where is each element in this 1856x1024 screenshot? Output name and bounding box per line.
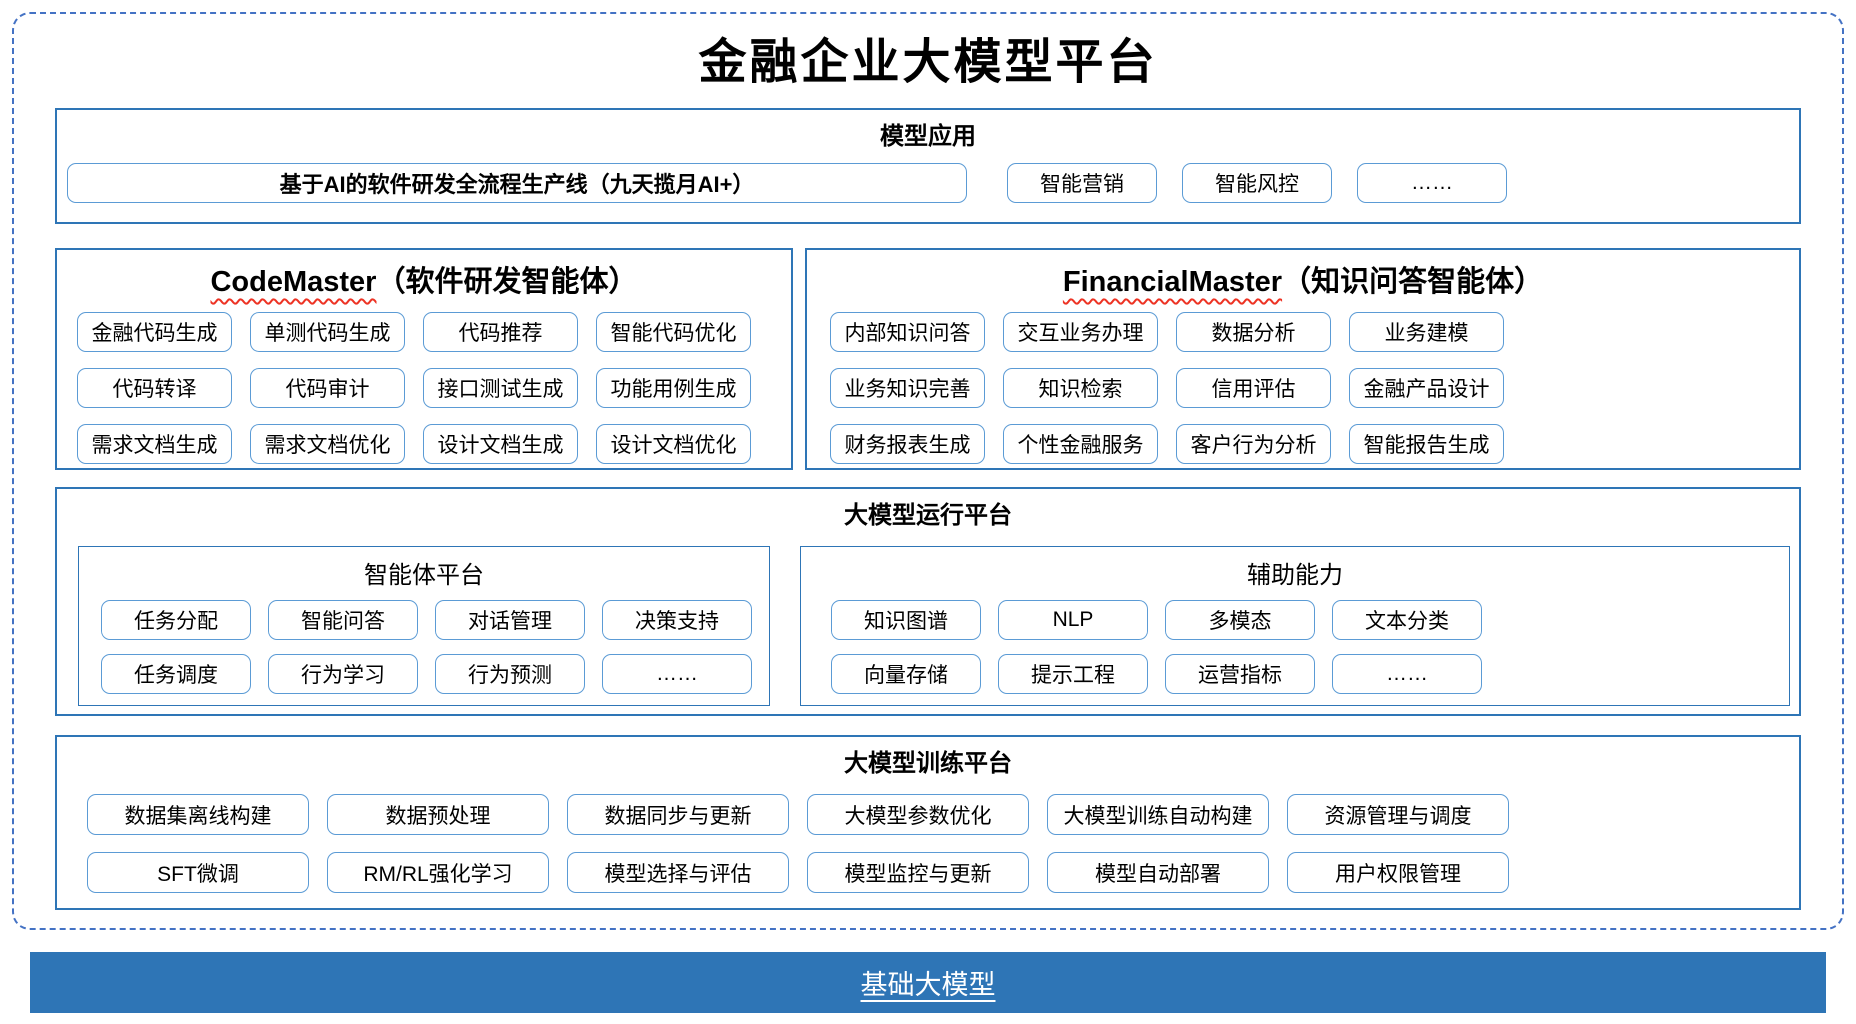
node-agent-platform-item: 决策支持 xyxy=(602,600,752,640)
node-financialmaster-item: 金融产品设计 xyxy=(1349,368,1504,408)
node-auxiliary-item: 多模态 xyxy=(1165,600,1315,640)
node-training-item: 模型监控与更新 xyxy=(807,852,1029,893)
node-financialmaster-item: 知识检索 xyxy=(1003,368,1158,408)
node-training-item: 模型选择与评估 xyxy=(567,852,789,893)
node-codemaster-item: 智能代码优化 xyxy=(596,312,751,352)
subsection-agent-platform: 智能体平台 任务分配 智能问答 对话管理 决策支持 任务调度 行为学习 行为预测… xyxy=(78,546,770,706)
node-smart-risk-control: 智能风控 xyxy=(1182,163,1332,203)
node-codemaster-item: 功能用例生成 xyxy=(596,368,751,408)
node-auxiliary-item: 文本分类 xyxy=(1332,600,1482,640)
node-agent-platform-item: 任务分配 xyxy=(101,600,251,640)
agent-platform-grid: 任务分配 智能问答 对话管理 决策支持 任务调度 行为学习 行为预测 …… xyxy=(101,600,769,694)
section-financialmaster: FinancialMaster（知识问答智能体） 内部知识问答 交互业务办理 数… xyxy=(805,248,1801,470)
node-codemaster-item: 金融代码生成 xyxy=(77,312,232,352)
auxiliary-grid: 知识图谱 NLP 多模态 文本分类 向量存储 提示工程 运营指标 …… xyxy=(831,600,1789,694)
node-codemaster-item: 单测代码生成 xyxy=(250,312,405,352)
section-model-applications: 模型应用 基于AI的软件研发全流程生产线（九天揽月AI+） 智能营销 智能风控 … xyxy=(55,108,1801,224)
node-financialmaster-item: 业务建模 xyxy=(1349,312,1504,352)
financialmaster-grid: 内部知识问答 交互业务办理 数据分析 业务建模 业务知识完善 知识检索 信用评估… xyxy=(830,312,1799,464)
runtime-platform-title: 大模型运行平台 xyxy=(844,502,1012,529)
node-codemaster-item: 设计文档生成 xyxy=(423,424,578,464)
node-auxiliary-item: NLP xyxy=(998,600,1148,640)
financialmaster-subtitle: （知识问答智能体） xyxy=(1282,266,1544,298)
node-training-item: 大模型训练自动构建 xyxy=(1047,794,1269,835)
node-codemaster-item: 接口测试生成 xyxy=(423,368,578,408)
subsection-auxiliary-capabilities: 辅助能力 知识图谱 NLP 多模态 文本分类 向量存储 提示工程 运营指标 …… xyxy=(800,546,1790,706)
node-financialmaster-item: 业务知识完善 xyxy=(830,368,985,408)
node-training-item: 用户权限管理 xyxy=(1287,852,1509,893)
node-financialmaster-item: 客户行为分析 xyxy=(1176,424,1331,464)
node-auxiliary-item: 提示工程 xyxy=(998,654,1148,694)
foundation-model-bar: 基础大模型 xyxy=(30,952,1826,1013)
node-codemaster-item: 需求文档优化 xyxy=(250,424,405,464)
node-agent-platform-item: …… xyxy=(602,654,752,694)
node-financialmaster-item: 个性金融服务 xyxy=(1003,424,1158,464)
node-auxiliary-item: 运营指标 xyxy=(1165,654,1315,694)
model-applications-row: 基于AI的软件研发全流程生产线（九天揽月AI+） 智能营销 智能风控 …… xyxy=(67,163,1799,203)
codemaster-subtitle: （软件研发智能体） xyxy=(376,266,638,298)
node-codemaster-item: 设计文档优化 xyxy=(596,424,751,464)
training-platform-title: 大模型训练平台 xyxy=(844,750,1012,777)
node-ai-dev-pipeline: 基于AI的软件研发全流程生产线（九天揽月AI+） xyxy=(67,163,967,203)
node-agent-platform-item: 任务调度 xyxy=(101,654,251,694)
agent-platform-title: 智能体平台 xyxy=(364,562,484,589)
node-financialmaster-item: 智能报告生成 xyxy=(1349,424,1504,464)
node-training-item: 大模型参数优化 xyxy=(807,794,1029,835)
node-agent-platform-item: 行为学习 xyxy=(268,654,418,694)
codemaster-name: CodeMaster xyxy=(210,266,377,298)
node-auxiliary-item: …… xyxy=(1332,654,1482,694)
node-smart-marketing: 智能营销 xyxy=(1007,163,1157,203)
training-platform-grid: 数据集离线构建 数据预处理 数据同步与更新 大模型参数优化 大模型训练自动构建 … xyxy=(87,794,1799,893)
platform-dashed-border xyxy=(12,12,1844,930)
diagram-title: 金融企业大模型平台 xyxy=(698,34,1158,90)
node-codemaster-item: 代码审计 xyxy=(250,368,405,408)
node-financialmaster-item: 交互业务办理 xyxy=(1003,312,1158,352)
node-training-item: 数据同步与更新 xyxy=(567,794,789,835)
node-agent-platform-item: 行为预测 xyxy=(435,654,585,694)
node-financialmaster-item: 内部知识问答 xyxy=(830,312,985,352)
section-model-applications-title: 模型应用 xyxy=(880,123,976,150)
financialmaster-name: FinancialMaster xyxy=(1062,266,1283,298)
financialmaster-title: FinancialMaster（知识问答智能体） xyxy=(807,258,1799,300)
node-agent-platform-item: 智能问答 xyxy=(268,600,418,640)
node-training-item: 资源管理与调度 xyxy=(1287,794,1509,835)
node-training-item: RM/RL强化学习 xyxy=(327,852,549,893)
section-codemaster: CodeMaster（软件研发智能体） 金融代码生成 单测代码生成 代码推荐 智… xyxy=(55,248,793,470)
node-codemaster-item: 代码转译 xyxy=(77,368,232,408)
node-model-app-more: …… xyxy=(1357,163,1507,203)
node-auxiliary-item: 知识图谱 xyxy=(831,600,981,640)
codemaster-title: CodeMaster（软件研发智能体） xyxy=(57,258,791,300)
node-financialmaster-item: 数据分析 xyxy=(1176,312,1331,352)
node-training-item: 数据集离线构建 xyxy=(87,794,309,835)
auxiliary-title: 辅助能力 xyxy=(1247,562,1343,589)
runtime-row: 智能体平台 任务分配 智能问答 对话管理 决策支持 任务调度 行为学习 行为预测… xyxy=(78,546,1799,706)
node-codemaster-item: 需求文档生成 xyxy=(77,424,232,464)
node-auxiliary-item: 向量存储 xyxy=(831,654,981,694)
node-agent-platform-item: 对话管理 xyxy=(435,600,585,640)
node-training-item: SFT微调 xyxy=(87,852,309,893)
section-runtime-platform: 大模型运行平台 智能体平台 任务分配 智能问答 对话管理 决策支持 任务调度 行… xyxy=(55,487,1801,716)
node-training-item: 模型自动部署 xyxy=(1047,852,1269,893)
agents-row: CodeMaster（软件研发智能体） 金融代码生成 单测代码生成 代码推荐 智… xyxy=(55,248,1801,470)
node-financialmaster-item: 财务报表生成 xyxy=(830,424,985,464)
node-financialmaster-item: 信用评估 xyxy=(1176,368,1331,408)
foundation-model-label: 基础大模型 xyxy=(860,970,996,1000)
node-training-item: 数据预处理 xyxy=(327,794,549,835)
section-training-platform: 大模型训练平台 数据集离线构建 数据预处理 数据同步与更新 大模型参数优化 大模… xyxy=(55,735,1801,910)
codemaster-grid: 金融代码生成 单测代码生成 代码推荐 智能代码优化 代码转译 代码审计 接口测试… xyxy=(77,312,791,464)
node-codemaster-item: 代码推荐 xyxy=(423,312,578,352)
